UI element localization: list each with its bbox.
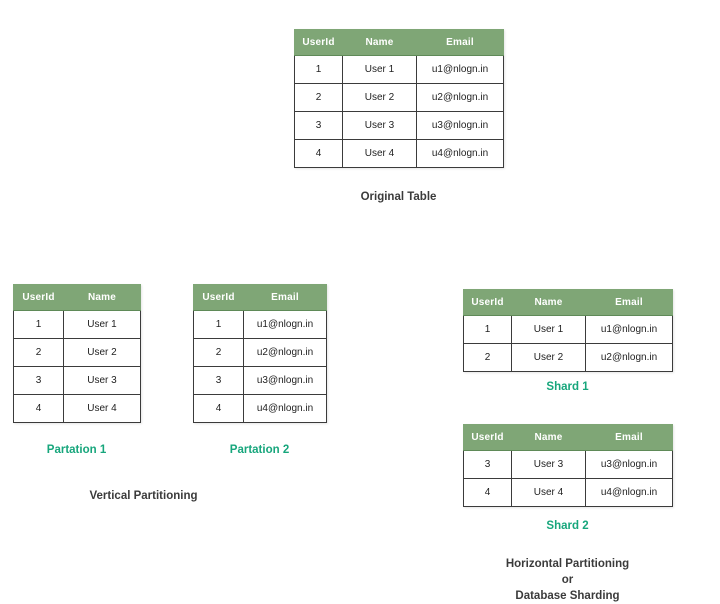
horizontal-partitioning-caption: Horizontal Partitioning or Database Shar… — [505, 558, 630, 602]
cell-userid: 4 — [193, 394, 244, 423]
cell-email: u3@nlogn.in — [585, 450, 673, 479]
cell-userid: 1 — [13, 310, 64, 339]
cell-email: u1@nlogn.in — [416, 55, 504, 84]
cell-email: u4@nlogn.in — [416, 139, 504, 168]
column-header-userid: UserId — [13, 284, 64, 311]
original-table-caption: Original Table — [360, 191, 437, 203]
partition-1-caption: Partation 1 — [46, 444, 107, 456]
original-table: UserId Name Email 1 User 1 u1@nlogn.in 2… — [294, 29, 504, 168]
cell-userid: 4 — [294, 139, 343, 168]
cell-email: u1@nlogn.in — [243, 310, 327, 339]
table-row: 1 User 1 — [13, 310, 141, 339]
cell-name: User 4 — [511, 478, 586, 507]
cell-userid: 2 — [463, 343, 512, 372]
cell-userid: 3 — [294, 111, 343, 140]
shard-2-caption: Shard 2 — [546, 520, 589, 532]
original-table-block: UserId Name Email 1 User 1 u1@nlogn.in 2… — [294, 29, 504, 168]
column-header-email: Email — [243, 284, 327, 311]
column-header-email: Email — [585, 289, 673, 316]
table-row: 4 User 4 u4@nlogn.in — [294, 139, 504, 168]
cell-name: User 2 — [342, 83, 417, 112]
table-row: 2 User 2 — [13, 338, 141, 367]
table-row: 3 User 3 — [13, 366, 141, 395]
partition-2-table: UserId Email 1 u1@nlogn.in 2 u2@nlogn.in… — [193, 284, 327, 423]
cell-userid: 3 — [193, 366, 244, 395]
column-header-userid: UserId — [193, 284, 244, 311]
column-header-userid: UserId — [463, 424, 512, 451]
cell-userid: 3 — [463, 450, 512, 479]
cell-name: User 1 — [511, 315, 586, 344]
table-header-row: UserId Email — [193, 284, 327, 311]
cell-userid: 2 — [13, 338, 64, 367]
cell-name: User 1 — [342, 55, 417, 84]
cell-name: User 3 — [511, 450, 586, 479]
table-row: 1 User 1 u1@nlogn.in — [463, 315, 673, 344]
cell-email: u4@nlogn.in — [243, 394, 327, 423]
cell-userid: 3 — [13, 366, 64, 395]
shard-2-table: UserId Name Email 3 User 3 u3@nlogn.in 4… — [463, 424, 673, 507]
cell-name: User 3 — [63, 366, 141, 395]
table-row: 3 User 3 u3@nlogn.in — [463, 450, 673, 479]
cell-email: u2@nlogn.in — [243, 338, 327, 367]
table-row: 1 User 1 u1@nlogn.in — [294, 55, 504, 84]
column-header-name: Name — [63, 284, 141, 311]
vertical-partitioning-caption: Vertical Partitioning — [89, 490, 198, 502]
table-header-row: UserId Name Email — [463, 289, 673, 316]
table-row: 1 u1@nlogn.in — [193, 310, 327, 339]
cell-userid: 4 — [463, 478, 512, 507]
column-header-userid: UserId — [294, 29, 343, 56]
table-row: 4 User 4 — [13, 394, 141, 423]
cell-userid: 1 — [193, 310, 244, 339]
cell-email: u2@nlogn.in — [416, 83, 504, 112]
table-header-row: UserId Name — [13, 284, 141, 311]
partition-2-table-block: UserId Email 1 u1@nlogn.in 2 u2@nlogn.in… — [193, 284, 327, 423]
cell-email: u4@nlogn.in — [585, 478, 673, 507]
partition-1-table: UserId Name 1 User 1 2 User 2 3 User 3 — [13, 284, 141, 423]
table-row: 3 u3@nlogn.in — [193, 366, 327, 395]
cell-userid: 2 — [193, 338, 244, 367]
table-row: 3 User 3 u3@nlogn.in — [294, 111, 504, 140]
cell-email: u3@nlogn.in — [243, 366, 327, 395]
table-row: 2 User 2 u2@nlogn.in — [294, 83, 504, 112]
table-row: 2 User 2 u2@nlogn.in — [463, 343, 673, 372]
cell-userid: 4 — [13, 394, 64, 423]
cell-name: User 4 — [342, 139, 417, 168]
shard-1-table: UserId Name Email 1 User 1 u1@nlogn.in 2… — [463, 289, 673, 372]
table-row: 4 User 4 u4@nlogn.in — [463, 478, 673, 507]
table-header-row: UserId Name Email — [463, 424, 673, 451]
cell-name: User 4 — [63, 394, 141, 423]
cell-userid: 1 — [463, 315, 512, 344]
cell-email: u3@nlogn.in — [416, 111, 504, 140]
cell-userid: 1 — [294, 55, 343, 84]
table-row: 2 u2@nlogn.in — [193, 338, 327, 367]
cell-name: User 2 — [63, 338, 141, 367]
cell-userid: 2 — [294, 83, 343, 112]
table-header-row: UserId Name Email — [294, 29, 504, 56]
shard-1-caption: Shard 1 — [546, 381, 589, 393]
cell-name: User 3 — [342, 111, 417, 140]
cell-name: User 1 — [63, 310, 141, 339]
column-header-name: Name — [511, 424, 586, 451]
cell-email: u2@nlogn.in — [585, 343, 673, 372]
shard-2-table-block: UserId Name Email 3 User 3 u3@nlogn.in 4… — [463, 424, 673, 507]
partition-2-caption: Partation 2 — [229, 444, 290, 456]
table-row: 4 u4@nlogn.in — [193, 394, 327, 423]
partition-1-table-block: UserId Name 1 User 1 2 User 2 3 User 3 — [13, 284, 141, 423]
cell-name: User 2 — [511, 343, 586, 372]
column-header-userid: UserId — [463, 289, 512, 316]
column-header-name: Name — [342, 29, 417, 56]
shard-1-table-block: UserId Name Email 1 User 1 u1@nlogn.in 2… — [463, 289, 673, 372]
column-header-email: Email — [416, 29, 504, 56]
column-header-email: Email — [585, 424, 673, 451]
column-header-name: Name — [511, 289, 586, 316]
cell-email: u1@nlogn.in — [585, 315, 673, 344]
